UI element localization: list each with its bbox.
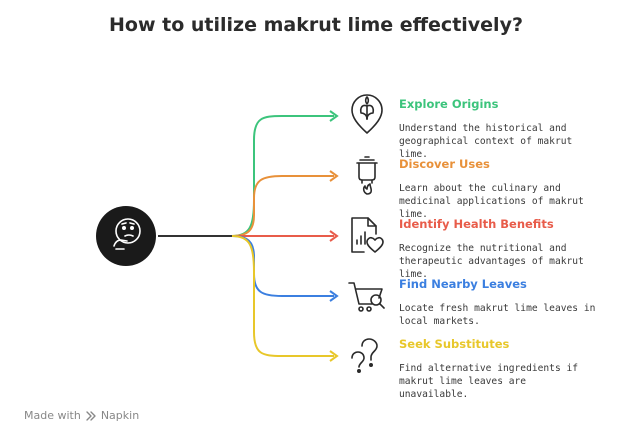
footer-made-with: Made with — [24, 409, 81, 422]
branch-description-find-leaves: Locate fresh makrut lime leaves in local… — [399, 303, 596, 327]
branch-line-discover-uses — [231, 175, 334, 237]
arrow-head-health-benefits — [329, 230, 339, 242]
shopping-cart-search-icon — [348, 282, 385, 312]
arrow-head-find-leaves — [329, 290, 339, 302]
branch-label-discover-uses: Discover Uses — [399, 157, 490, 171]
diagram-title: How to utilize makrut lime effectively? — [109, 14, 523, 36]
arrow-head-explore-origins — [329, 110, 339, 122]
branch-line-find-leaves — [231, 235, 334, 297]
branch-line-explore-origins — [231, 115, 334, 237]
question-marks-icon — [351, 338, 378, 373]
thinking-face-icon — [113, 218, 141, 250]
cooking-pot-icon — [356, 156, 378, 195]
arrow-head-seek-substitutes — [329, 350, 339, 362]
arrow-head-discover-uses — [329, 170, 339, 182]
branch-label-health-benefits: Identify Health Benefits — [399, 217, 554, 231]
branch-line-seek-substitutes — [231, 235, 334, 357]
footer-brand: Napkin — [100, 409, 140, 422]
napkin-watermark[interactable]: Made with Napkin — [24, 409, 139, 422]
branch-label-seek-substitutes: Seek Substitutes — [399, 337, 510, 351]
branch-label-explore-origins: Explore Origins — [399, 97, 499, 111]
napkin-logo-icon — [86, 410, 96, 421]
branch-description-seek-substitutes: Find alternative ingredients if makrut l… — [399, 363, 579, 400]
branch-description-discover-uses: Learn about the culinary and medicinal a… — [399, 183, 584, 220]
branch-description-explore-origins: Understand the historical and geographic… — [399, 123, 573, 160]
health-report-icon — [351, 217, 384, 253]
branch-label-find-leaves: Find Nearby Leaves — [399, 277, 527, 291]
leaf-pin-icon — [351, 94, 383, 134]
branch-description-health-benefits: Recognize the nutritional and therapeuti… — [399, 243, 584, 280]
